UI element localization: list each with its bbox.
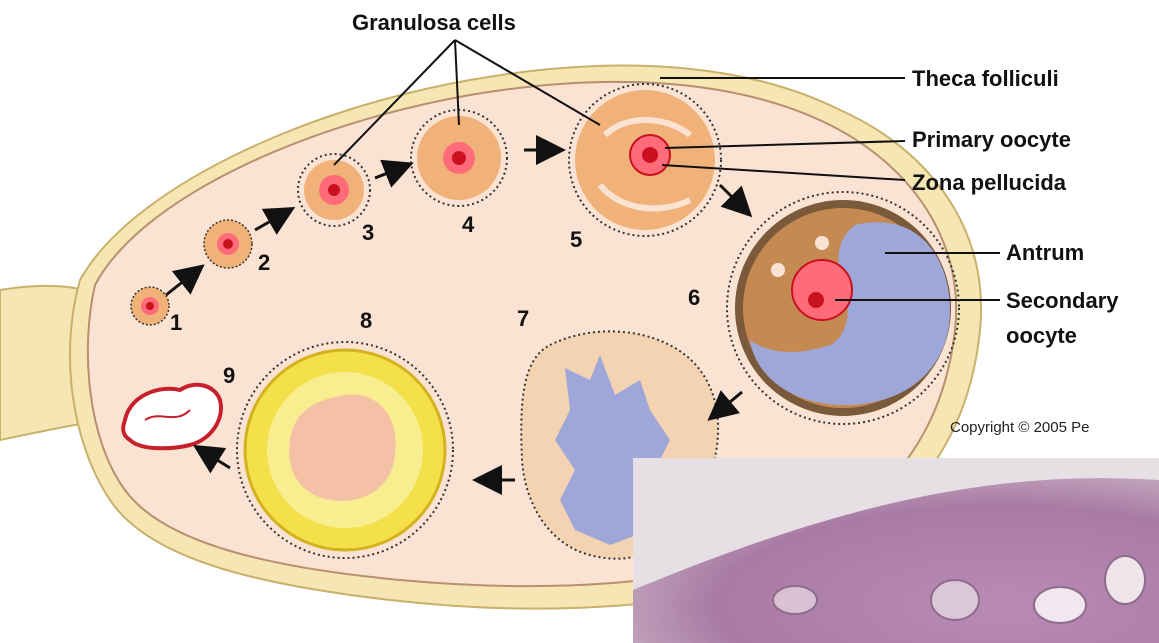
stage-number-7: 7 xyxy=(517,306,529,331)
label-zona-pellucida: Zona pellucida xyxy=(912,170,1067,195)
label-granulosa-cells: Granulosa cells xyxy=(352,10,516,35)
label-primary-oocyte: Primary oocyte xyxy=(912,127,1071,152)
follicle-stage-1 xyxy=(131,287,169,325)
stage-number-4: 4 xyxy=(462,212,475,237)
label-secondary-oocyte-2: oocyte xyxy=(1006,323,1077,348)
stage-number-5: 5 xyxy=(570,227,582,252)
stage-number-2: 2 xyxy=(258,250,270,275)
stage-number-3: 3 xyxy=(362,220,374,245)
label-secondary-oocyte-1: Secondary xyxy=(1006,288,1119,313)
stage-number-6: 6 xyxy=(688,285,700,310)
stage-number-1: 1 xyxy=(170,310,182,335)
stage-number-9: 9 xyxy=(223,363,235,388)
stage-number-8: 8 xyxy=(360,308,372,333)
histology-micrograph xyxy=(633,458,1159,643)
copyright-text: Copyright © 2005 Pe xyxy=(950,419,1089,436)
follicle-stage-2 xyxy=(204,220,252,268)
label-antrum: Antrum xyxy=(1006,240,1084,265)
label-theca-folliculi: Theca folliculi xyxy=(912,66,1059,91)
